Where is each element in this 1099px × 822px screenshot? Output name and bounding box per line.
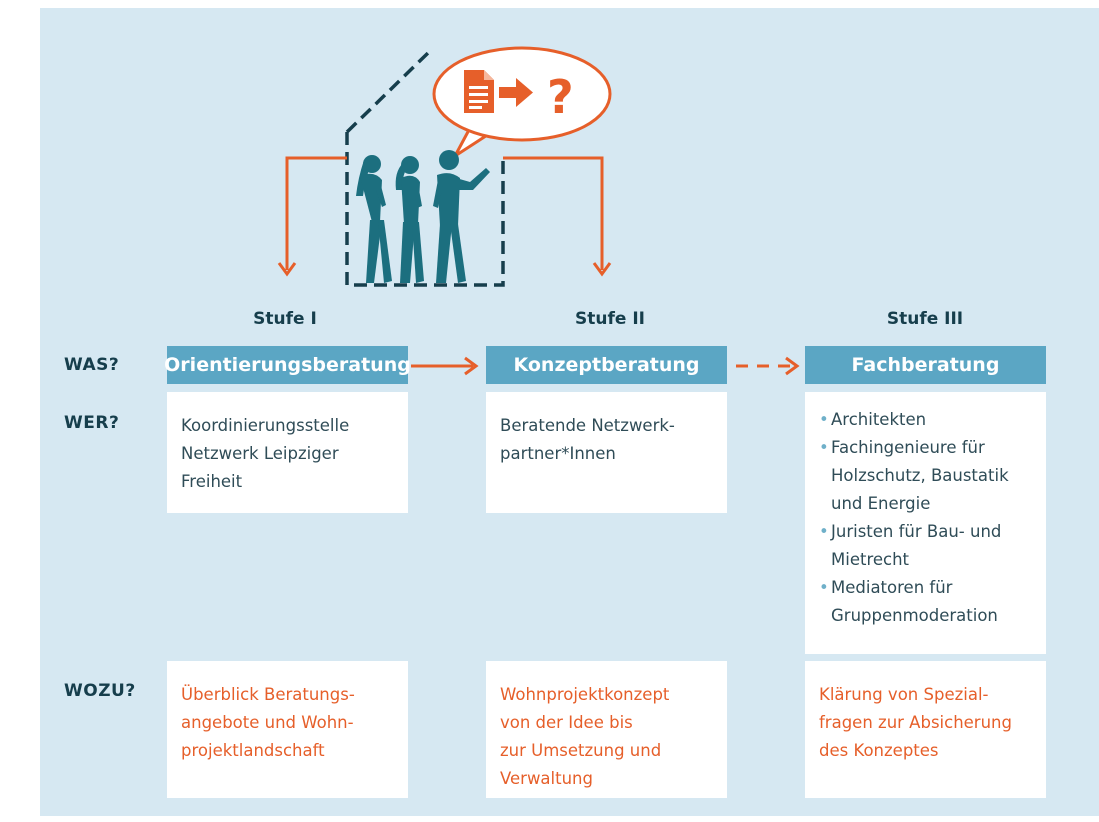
speech-bubble bbox=[432, 46, 612, 158]
wer-text-line: Koordinierungsstelle bbox=[181, 416, 350, 435]
wozu-text-line: Verwaltung bbox=[500, 769, 593, 788]
wozu-text-line: zur Umsetzung und bbox=[500, 741, 662, 760]
wozu-text-line: Wohnprojektkonzept bbox=[500, 685, 670, 704]
dashed-arrowhead bbox=[785, 356, 800, 376]
wer-text-line: partner*Innen bbox=[500, 444, 616, 463]
wozu-text-line: angebote und Wohn- bbox=[181, 713, 354, 732]
list-item: Mediatoren für Gruppenmoderation bbox=[819, 574, 1032, 630]
wer-card-stage1: Koordinierungsstelle Netzwerk Leipziger … bbox=[167, 392, 408, 513]
header-fachberatung: Fachberatung bbox=[805, 346, 1046, 384]
solid-arrowhead bbox=[464, 356, 479, 376]
wozu-card-stage2: Wohnprojektkonzept von der Idee bis zur … bbox=[486, 661, 727, 798]
left-flow-arrowhead bbox=[277, 262, 297, 277]
wozu-text-line: von der Idee bis bbox=[500, 713, 633, 732]
list-item: Architekten bbox=[819, 406, 1032, 434]
stage-title-3: Stufe III bbox=[886, 309, 964, 329]
wer-text-line: Beratende Netzwerk- bbox=[500, 416, 675, 435]
question-mark-symbol: ? bbox=[547, 70, 574, 124]
wer-text-line: Freiheit bbox=[181, 472, 243, 491]
right-flow-arrow bbox=[503, 156, 604, 270]
row-label-wer: WER? bbox=[64, 413, 120, 433]
stage-title-2: Stufe II bbox=[575, 309, 645, 329]
wer-card-stage2: Beratende Netzwerk- partner*Innen bbox=[486, 392, 727, 513]
people-figures bbox=[356, 150, 490, 283]
house-outline bbox=[345, 50, 505, 287]
left-flow-arrow bbox=[285, 156, 347, 270]
stage-title-1: Stufe I bbox=[253, 309, 317, 329]
row-label-wozu: WOZU? bbox=[64, 681, 136, 701]
wozu-text-line: projektlandschaft bbox=[181, 741, 325, 760]
wozu-text-line: Klärung von Spezial- bbox=[819, 685, 989, 704]
list-item: Juristen für Bau- und Mietrecht bbox=[819, 518, 1032, 574]
right-flow-arrowhead bbox=[592, 262, 612, 277]
list-item: Fachingenieure für Holzschutz, Baustatik… bbox=[819, 434, 1032, 518]
document-icon bbox=[464, 70, 494, 113]
wer-card-stage3: Architekten Fachingenieure für Holzschut… bbox=[805, 392, 1046, 654]
arrow-right-icon bbox=[499, 78, 533, 107]
header-konzeptberatung: Konzeptberatung bbox=[486, 346, 727, 384]
wozu-card-stage3: Klärung von Spezial- fragen zur Absicher… bbox=[805, 661, 1046, 798]
row-label-was: WAS? bbox=[64, 355, 120, 375]
wozu-text-line: des Konzeptes bbox=[819, 741, 939, 760]
header-orientierungsberatung: Orientierungsberatung bbox=[164, 346, 411, 384]
wer-text-line: Netzwerk Leipziger bbox=[181, 444, 339, 463]
wozu-card-stage1: Überblick Beratungs- angebote und Wohn- … bbox=[167, 661, 408, 798]
wozu-text-line: fragen zur Absicherung bbox=[819, 713, 1012, 732]
wozu-text-line: Überblick Beratungs- bbox=[181, 685, 355, 704]
